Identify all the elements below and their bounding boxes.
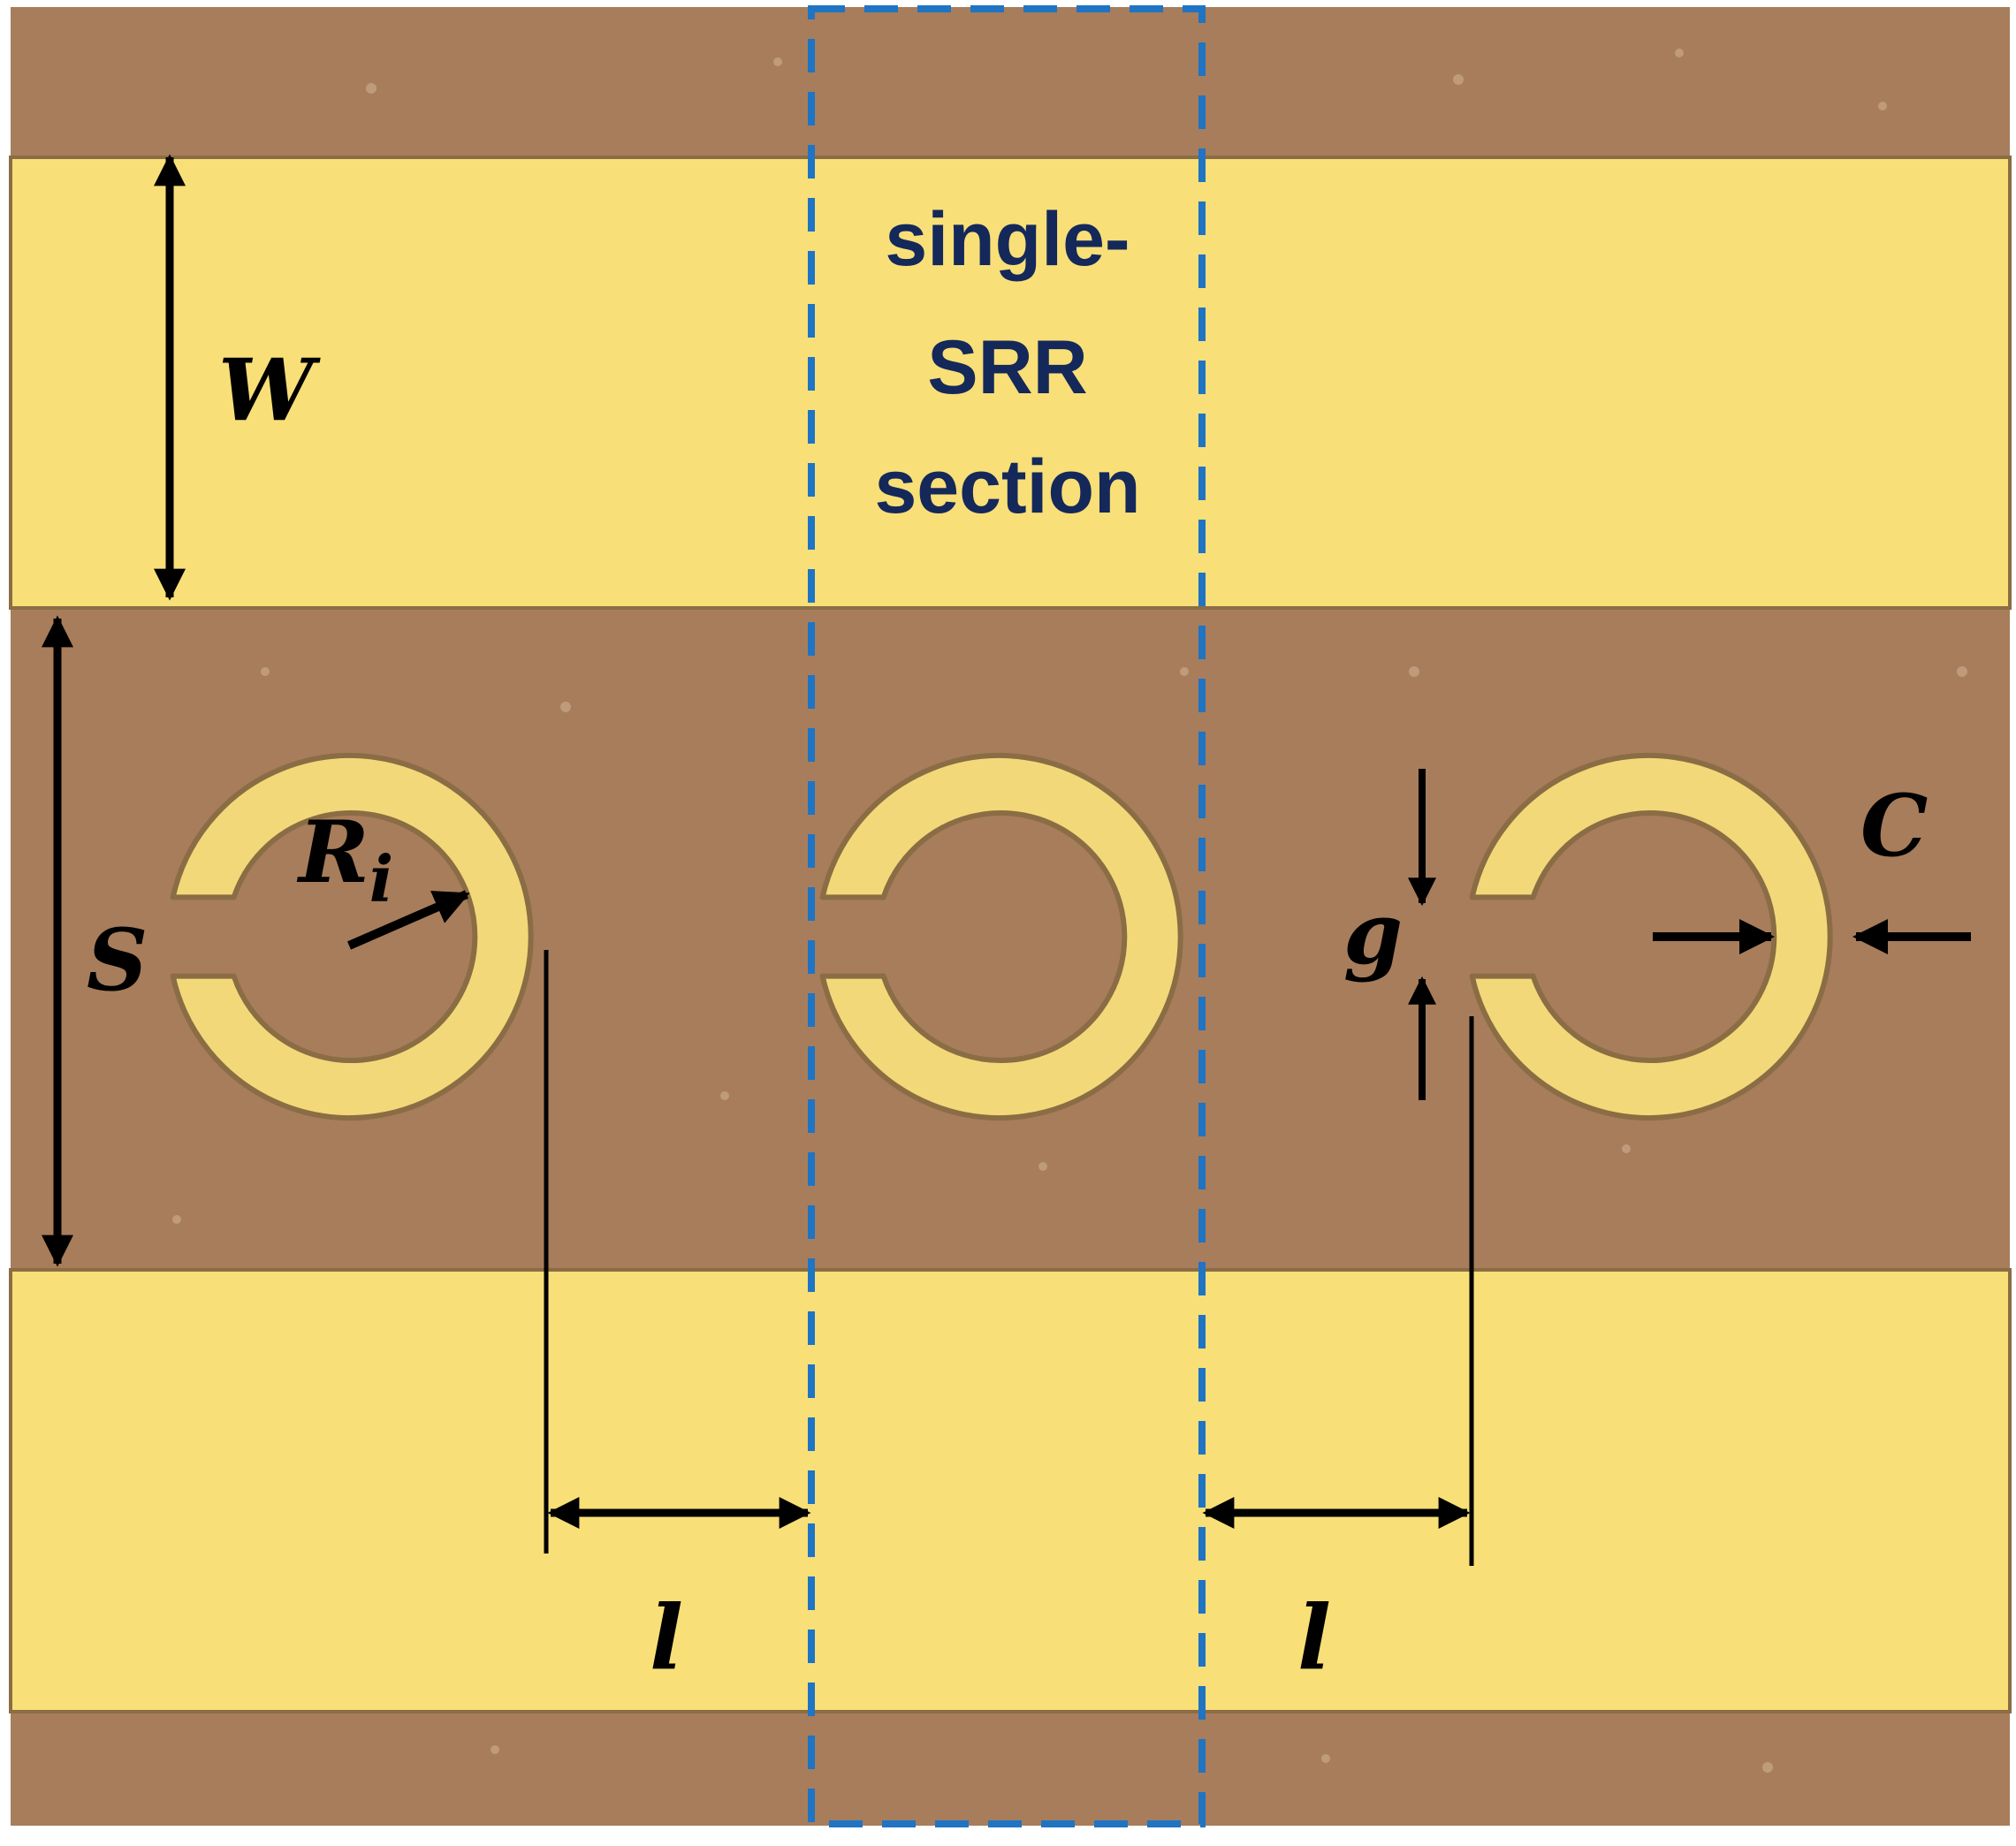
ring-width-label: C	[1860, 776, 1928, 876]
period-right-label: l	[1297, 1585, 1331, 1690]
ri-radius-arrow	[347, 890, 470, 950]
bottom-metal-strip	[9, 1268, 2012, 1713]
srr-ring-left	[170, 753, 534, 1121]
w-label: W	[218, 340, 321, 440]
substrate-speckle	[172, 49, 1967, 1773]
srr-ring-right	[1469, 753, 1833, 1121]
top-metal-strip	[9, 156, 2012, 610]
s-label: S	[87, 910, 148, 1010]
ri-label: Ri	[296, 802, 393, 916]
single-srr-section-box	[808, 5, 1206, 1827]
srr-ring-center	[819, 753, 1183, 1121]
period-left-label: l	[650, 1585, 683, 1690]
section-label-line1: single-	[885, 197, 1130, 282]
section-label-line3: section	[874, 444, 1140, 529]
gap-label: g	[1343, 884, 1403, 984]
section-label-line2: SRR	[927, 325, 1088, 410]
